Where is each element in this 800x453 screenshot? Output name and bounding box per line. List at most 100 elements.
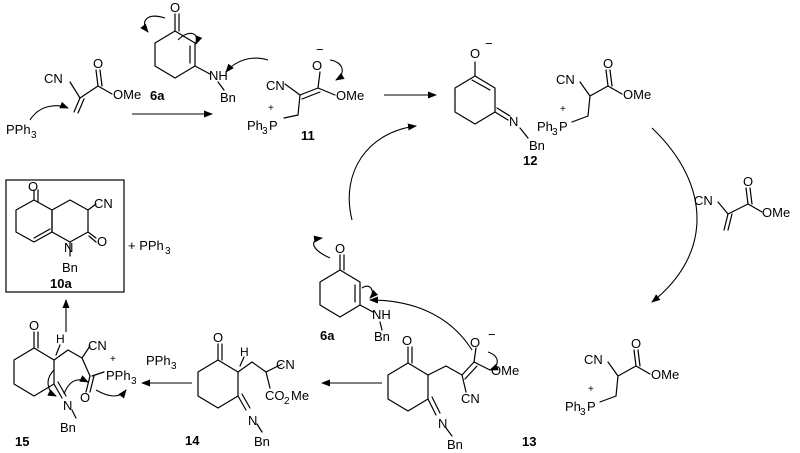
svg-text:CN: CN <box>266 78 285 93</box>
svg-text:PPh: PPh <box>146 353 171 368</box>
svg-text:−: − <box>316 42 324 57</box>
svg-text:10a: 10a <box>50 276 72 291</box>
triphenylphosphine-release: PPh 3 <box>146 353 177 372</box>
enolate-imine-12: O − N Bn 12 <box>454 36 545 168</box>
svg-text:11: 11 <box>301 128 315 143</box>
svg-text:Bn: Bn <box>374 329 390 344</box>
svg-text:O: O <box>29 318 39 333</box>
svg-text:+: + <box>268 103 274 114</box>
svg-text:15: 15 <box>15 434 29 449</box>
svg-text:Me: Me <box>291 388 309 403</box>
svg-text:Ph: Ph <box>565 399 581 414</box>
svg-text:CN: CN <box>44 71 63 86</box>
triphenylphosphine-top-left: PPh 3 <box>6 101 69 141</box>
svg-text:3: 3 <box>165 246 171 257</box>
arrow-12-to-13 <box>651 127 698 303</box>
svg-text:CO: CO <box>265 388 285 403</box>
svg-text:O: O <box>28 179 38 194</box>
svg-text:CN: CN <box>94 196 113 211</box>
svg-text:P: P <box>269 118 278 133</box>
svg-text:CN: CN <box>556 72 575 87</box>
svg-text:NH: NH <box>209 68 228 83</box>
svg-text:OMe: OMe <box>491 363 519 378</box>
svg-text:N: N <box>509 114 518 129</box>
arrow-cycle-to-12 <box>348 123 417 221</box>
svg-text:14: 14 <box>185 433 200 448</box>
svg-text:Bn: Bn <box>529 138 545 153</box>
svg-text:3: 3 <box>171 361 177 372</box>
svg-text:O: O <box>631 336 641 351</box>
svg-text:6a: 6a <box>150 88 165 103</box>
svg-text:6a: 6a <box>320 328 335 343</box>
svg-text:Ph: Ph <box>537 119 553 134</box>
svg-text:N: N <box>438 416 447 431</box>
svg-text:O: O <box>312 58 322 73</box>
svg-text:12: 12 <box>523 153 537 168</box>
svg-text:3: 3 <box>552 127 558 138</box>
svg-text:CN: CN <box>276 357 295 372</box>
svg-text:P: P <box>587 399 596 414</box>
svg-text:N: N <box>63 398 72 413</box>
methyl-cyanoacrylate-top-left: O OMe CN <box>44 56 141 114</box>
svg-text:O: O <box>213 330 223 345</box>
svg-text:Bn: Bn <box>447 437 463 452</box>
svg-text:H: H <box>56 332 65 346</box>
svg-text:OMe: OMe <box>651 367 679 382</box>
svg-text:−: − <box>485 36 493 51</box>
svg-text:O: O <box>335 241 345 256</box>
svg-text:OMe: OMe <box>113 87 141 102</box>
svg-text:Bn: Bn <box>220 90 236 105</box>
svg-text:O: O <box>470 46 480 61</box>
svg-text:Bn: Bn <box>60 420 76 435</box>
svg-text:OMe: OMe <box>762 205 790 220</box>
methyl-cyanoacrylate-right: O OMe CN <box>694 174 790 231</box>
svg-text:+ PPh: + PPh <box>128 238 164 253</box>
svg-text:O: O <box>97 234 107 249</box>
svg-text:O: O <box>743 174 753 189</box>
svg-text:O: O <box>402 333 412 348</box>
svg-text:−: − <box>488 327 496 342</box>
svg-text:CN: CN <box>88 338 107 353</box>
svg-text:3: 3 <box>580 407 586 418</box>
enaminone-6a-middle: O NH Bn 6a <box>313 235 391 344</box>
svg-text:OMe: OMe <box>623 87 651 102</box>
svg-text:OMe: OMe <box>336 88 364 103</box>
svg-text:3: 3 <box>31 130 37 141</box>
svg-text:Bn: Bn <box>62 260 78 275</box>
byproduct-pph3: + PPh 3 <box>128 238 171 257</box>
svg-text:CN: CN <box>461 391 480 406</box>
svg-text:O: O <box>80 390 90 405</box>
product-10a: O CN O N Bn 10a <box>15 179 113 291</box>
svg-text:Ph: Ph <box>247 118 263 133</box>
svg-text:N: N <box>64 240 73 255</box>
zwitterion-11: O − OMe CN Ph 3 P + 11 <box>247 42 364 143</box>
svg-text:N: N <box>248 413 257 428</box>
phosphonium-ester-12: O OMe CN Ph 3 P + <box>537 56 651 138</box>
enaminone-6a-top: O NH Bn 6a <box>140 0 236 105</box>
svg-text:PPh: PPh <box>6 122 31 137</box>
intermediate-14: O H N Bn CN CO 2 Me 14 <box>185 330 309 449</box>
svg-text:13: 13 <box>522 434 536 449</box>
svg-text:NH: NH <box>372 307 391 322</box>
svg-text:2: 2 <box>284 396 290 407</box>
product-box <box>5 179 125 293</box>
svg-text:O: O <box>603 56 613 71</box>
svg-text:+: + <box>588 384 594 395</box>
svg-text:H: H <box>240 345 249 359</box>
svg-text:O: O <box>93 56 103 71</box>
phosphonium-ester-bottom-right: O OMe CN Ph 3 P + <box>565 336 679 418</box>
svg-text:3: 3 <box>262 126 268 137</box>
curved-arrow-11-to-6a <box>225 57 269 73</box>
svg-text:PPh: PPh <box>106 368 131 383</box>
svg-text:O: O <box>170 0 180 15</box>
svg-text:O: O <box>470 335 480 350</box>
svg-text:3: 3 <box>131 376 137 387</box>
svg-text:P: P <box>559 119 568 134</box>
svg-text:+: + <box>560 104 566 115</box>
intermediate-13: O N Bn O − OMe CN 13 <box>369 296 536 452</box>
svg-text:CN: CN <box>584 352 603 367</box>
ylide-15: O H N Bn CN O PPh 3 + 15 <box>13 318 137 449</box>
svg-text:CN: CN <box>694 193 713 208</box>
svg-text:Bn: Bn <box>254 434 270 449</box>
